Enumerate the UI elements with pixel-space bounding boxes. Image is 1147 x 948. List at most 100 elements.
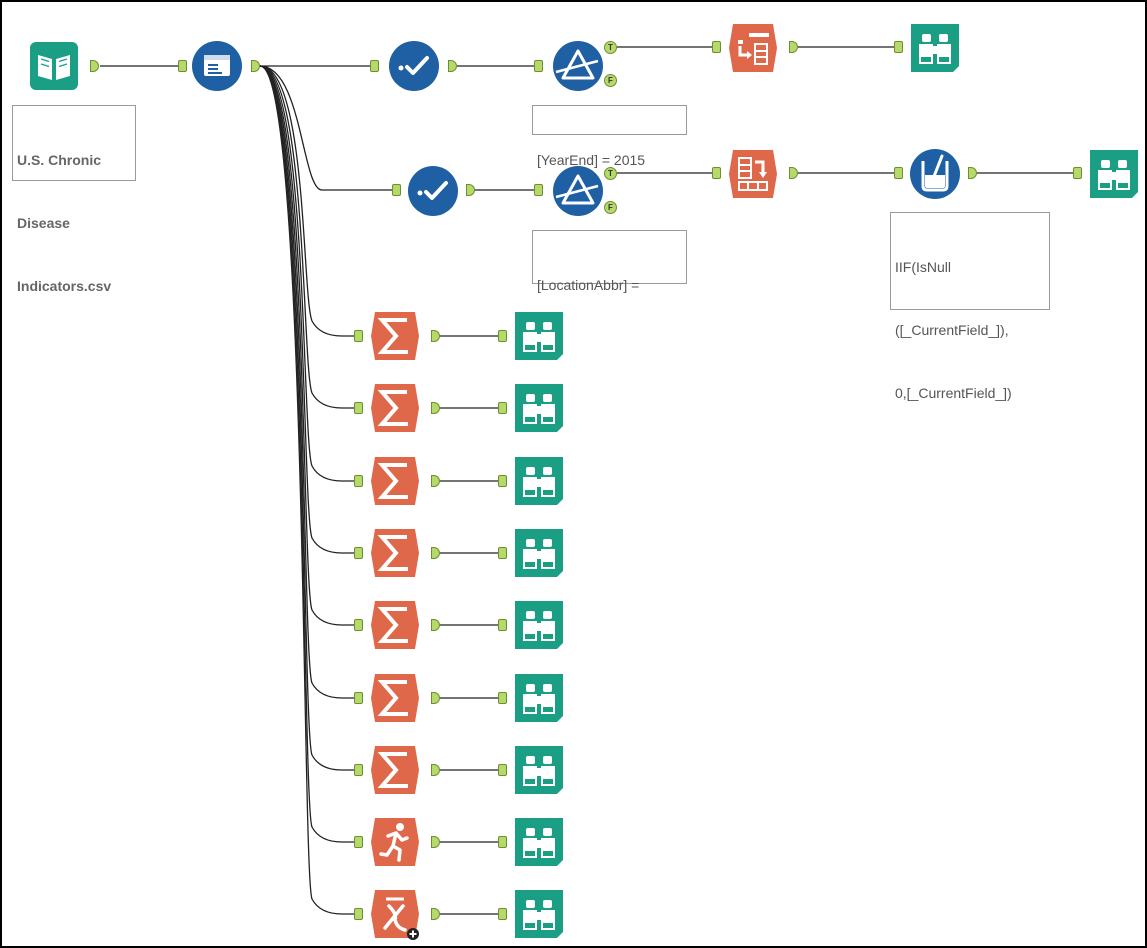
browse-tool-row-8[interactable] [513, 816, 565, 868]
browse-tool-1[interactable] [909, 22, 961, 74]
browse-tool-row-5[interactable] [513, 599, 565, 651]
row1-browse-input-anchor[interactable] [498, 330, 507, 342]
row9-browse-input-anchor[interactable] [498, 908, 507, 920]
row3-browse-input-anchor[interactable] [498, 475, 507, 487]
browse-tool-row-6[interactable] [513, 672, 565, 724]
browse-tool-row-4[interactable] [513, 527, 565, 579]
row7-tool-input-anchor[interactable] [354, 764, 363, 776]
row1-tool-output-anchor[interactable] [431, 330, 440, 342]
browse1-input-anchor[interactable] [894, 41, 903, 53]
cleanse1-output-anchor[interactable] [448, 60, 457, 72]
row3-tool-output-anchor[interactable] [431, 475, 440, 487]
row4-browse-input-anchor[interactable] [498, 547, 507, 559]
row8-browse-input-anchor[interactable] [498, 836, 507, 848]
summarize-tool-7[interactable] [369, 744, 421, 796]
crosstab-input-anchor[interactable] [712, 41, 721, 53]
average-tool-9[interactable] [369, 888, 421, 940]
summarize-tool-6[interactable] [369, 672, 421, 724]
multi-field-formula-tool[interactable] [909, 148, 961, 200]
browse-tool-row-9[interactable] [513, 888, 565, 940]
filter1-input-anchor[interactable] [534, 60, 543, 72]
filter-tool-2[interactable] [552, 165, 604, 217]
row9-tool-input-anchor[interactable] [354, 908, 363, 920]
row5-tool-input-anchor[interactable] [354, 619, 363, 631]
browse-tool-2[interactable] [1088, 148, 1140, 200]
input-output-anchor[interactable] [90, 60, 99, 72]
input-annotation: U.S. Chronic Disease Indicators.csv [12, 105, 136, 294]
cleanse2-output-anchor[interactable] [466, 184, 475, 196]
row5-browse-input-anchor[interactable] [498, 619, 507, 631]
filter1-false-anchor[interactable]: F [604, 74, 617, 87]
running-total-tool-8[interactable] [369, 816, 421, 868]
filter1-true-anchor[interactable]: T [604, 41, 617, 54]
row1-tool-input-anchor[interactable] [354, 330, 363, 342]
row4-tool-input-anchor[interactable] [354, 547, 363, 559]
connection-wire [259, 65, 354, 482]
browse-tool-row-2[interactable] [513, 382, 565, 434]
select-output-anchor[interactable] [251, 60, 260, 72]
crosstab-output-anchor[interactable] [789, 41, 798, 53]
row3-tool-input-anchor[interactable] [354, 475, 363, 487]
data-cleansing-tool-2[interactable] [407, 165, 459, 217]
row6-tool-output-anchor[interactable] [431, 692, 440, 704]
row7-tool-output-anchor[interactable] [431, 764, 440, 776]
crosstab-tool[interactable] [727, 22, 779, 74]
browse2-input-anchor[interactable] [1073, 167, 1082, 179]
summarize-tool-4[interactable] [369, 527, 421, 579]
connection-wire [259, 65, 354, 915]
row4-tool-output-anchor[interactable] [431, 547, 440, 559]
binoculars-icon [515, 384, 563, 432]
row6-browse-input-anchor[interactable] [498, 692, 507, 704]
filter2-false-anchor[interactable]: F [604, 201, 617, 214]
binoculars-icon [1090, 150, 1138, 198]
filter-tool-1[interactable] [552, 40, 604, 92]
filter2-true-anchor[interactable]: T [604, 167, 617, 180]
check-icon [408, 166, 458, 216]
browse-tool-row-7[interactable] [513, 744, 565, 796]
browse-tool-row-3[interactable] [513, 455, 565, 507]
row2-browse-input-anchor[interactable] [498, 402, 507, 414]
cleanse2-input-anchor[interactable] [392, 184, 401, 196]
data-cleansing-tool-1[interactable] [388, 40, 440, 92]
row5-tool-output-anchor[interactable] [431, 619, 440, 631]
binoculars-icon [515, 890, 563, 938]
row6-tool-input-anchor[interactable] [354, 692, 363, 704]
cleanse1-input-anchor[interactable] [370, 60, 379, 72]
annotation-line: IIF(IsNull [895, 259, 951, 275]
summarize-tool-5[interactable] [369, 599, 421, 651]
input-data-tool[interactable] [28, 40, 80, 92]
crosstab-icon [729, 24, 777, 72]
transpose-tool[interactable] [727, 148, 779, 200]
binoculars-icon [515, 312, 563, 360]
filter-icon [553, 166, 603, 216]
summarize-tool-2[interactable] [369, 382, 421, 434]
summarize-tool-3[interactable] [369, 455, 421, 507]
row7-browse-input-anchor[interactable] [498, 764, 507, 776]
filter2-input-anchor[interactable] [534, 184, 543, 196]
row2-tool-output-anchor[interactable] [431, 402, 440, 414]
transpose-icon [729, 150, 777, 198]
binoculars-icon [515, 818, 563, 866]
summarize-tool-1[interactable] [369, 310, 421, 362]
transpose-output-anchor[interactable] [789, 167, 798, 179]
row2-tool-input-anchor[interactable] [354, 402, 363, 414]
row9-tool-output-anchor[interactable] [431, 908, 440, 920]
row8-tool-input-anchor[interactable] [354, 836, 363, 848]
filter1-annotation: [YearEnd] = 2015 [532, 105, 687, 168]
transpose-input-anchor[interactable] [712, 167, 721, 179]
check-icon [389, 41, 439, 91]
connection-wire [259, 65, 354, 843]
multifield-input-anchor[interactable] [894, 167, 903, 179]
multifield-annotation: IIF(IsNull ([_CurrentField_]), 0,[_Curre… [890, 212, 1050, 401]
sigma-icon [371, 601, 419, 649]
select-tool[interactable] [191, 40, 243, 92]
select-icon [192, 41, 242, 91]
annotation-line: 0,[_CurrentField_]) [895, 385, 1012, 401]
browse-tool-row-1[interactable] [513, 310, 565, 362]
connection-wire [259, 65, 354, 409]
row8-tool-output-anchor[interactable] [431, 836, 440, 848]
multifield-output-anchor[interactable] [968, 167, 977, 179]
select-input-anchor[interactable] [178, 60, 187, 72]
